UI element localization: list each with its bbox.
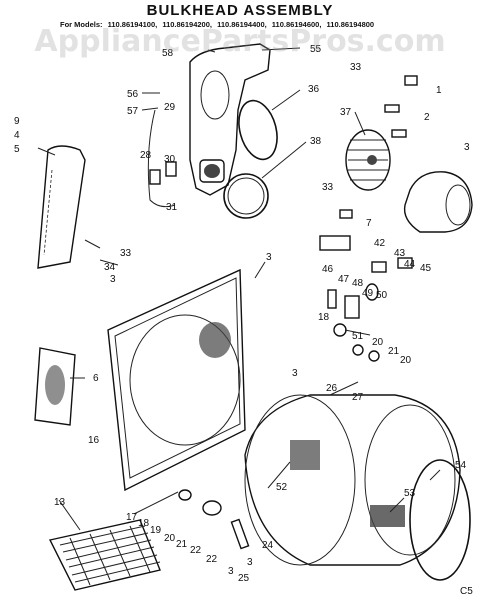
callout-20: 20 [400,355,412,366]
callout-9: 9 [14,116,20,127]
callout-44: 44 [404,259,416,270]
terminal-block-part[interactable] [319,235,413,273]
callout-26: 26 [326,383,338,394]
callout-16: 16 [88,435,100,446]
callout-53: 53 [404,488,416,499]
callout-46: 46 [322,264,334,275]
callout-52: 52 [276,482,288,493]
callout-13: 13 [54,497,66,508]
callout-22: 22 [190,545,202,556]
model-number: 110.86194800 [326,20,375,29]
leader-lines [37,47,441,531]
lint-grille-part[interactable] [48,519,161,591]
callout-34: 34 [104,262,116,273]
callout-36: 36 [308,84,320,95]
callout-18: 18 [318,312,330,323]
callout-31: 31 [166,202,178,213]
callout-2: 2 [424,112,430,123]
bulkhead-panel[interactable] [107,268,246,492]
switch-part[interactable] [327,283,379,319]
model-list: For Models: 110.86194100, 110.86194200, … [60,20,377,29]
callout-6: 6 [93,373,99,384]
callout-22: 22 [206,554,218,565]
callout-3: 3 [464,142,470,153]
callout-3: 3 [228,566,234,577]
callout-33: 33 [350,62,362,73]
blower-housing-part[interactable] [189,43,271,196]
callout-37: 37 [340,107,352,118]
exhaust-duct-part[interactable] [403,171,473,233]
callout-56: 56 [127,89,139,100]
blower-wheel-part[interactable] [345,129,391,191]
models-prefix: For Models: [60,20,103,29]
callout-50: 50 [376,290,388,301]
model-number: 110.86194400, [217,20,267,29]
callout-58: 58 [162,48,174,59]
model-number: 110.86194600, [271,20,322,29]
callout-20: 20 [164,533,176,544]
callout-30: 30 [164,154,176,165]
callout-1: 1 [436,85,442,96]
callout-7: 7 [366,218,372,229]
callout-21: 21 [176,539,188,550]
lint-duct-part[interactable] [37,145,86,269]
callout-3: 3 [110,274,116,285]
callout-3: 3 [266,252,272,263]
callout-21: 21 [388,346,400,357]
callout-47: 47 [338,274,350,285]
callout-48: 48 [352,278,364,289]
callout-43: 43 [394,248,406,259]
callout-20: 20 [372,337,384,348]
model-number: 110.86194100, [107,20,158,29]
callout-55: 55 [310,44,322,55]
fastener-part[interactable] [339,75,418,219]
seal-ring-part[interactable] [233,96,283,163]
model-number: 110.86194200, [162,20,212,29]
corner-code: C5 [460,586,473,597]
callout-17: 17 [126,512,138,523]
callout-4: 4 [14,130,20,141]
gasket-ring-part[interactable] [223,173,269,219]
callout-27: 27 [352,392,364,403]
drum-roller-part[interactable] [178,489,250,550]
callout-5: 5 [14,144,20,155]
callout-57: 57 [127,106,139,117]
callout-38: 38 [310,136,322,147]
callout-24: 24 [262,540,274,551]
thermostat-part[interactable] [147,109,177,208]
callout-42: 42 [374,238,386,249]
bracket-part[interactable] [34,347,76,426]
callout-33: 33 [322,182,334,193]
callout-25: 25 [238,573,250,584]
callout-49: 49 [362,288,374,299]
callout-54: 54 [455,460,467,471]
callout-3: 3 [247,557,253,568]
callout-33: 33 [120,248,132,259]
dryer-drum-part[interactable] [244,394,461,566]
callout-28: 28 [140,150,152,161]
callout-18: 18 [138,518,150,529]
callout-3: 3 [292,368,298,379]
diagram-title: BULKHEAD ASSEMBLY [146,2,334,19]
callout-45: 45 [420,263,432,274]
callout-51: 51 [352,331,364,342]
drum-seal-part[interactable] [409,459,471,581]
callout-19: 19 [150,525,162,536]
callout-29: 29 [164,102,176,113]
callout-labels: 58 55 56 29 57 36 37 33 1 2 9 4 5 28 30 … [14,44,473,597]
